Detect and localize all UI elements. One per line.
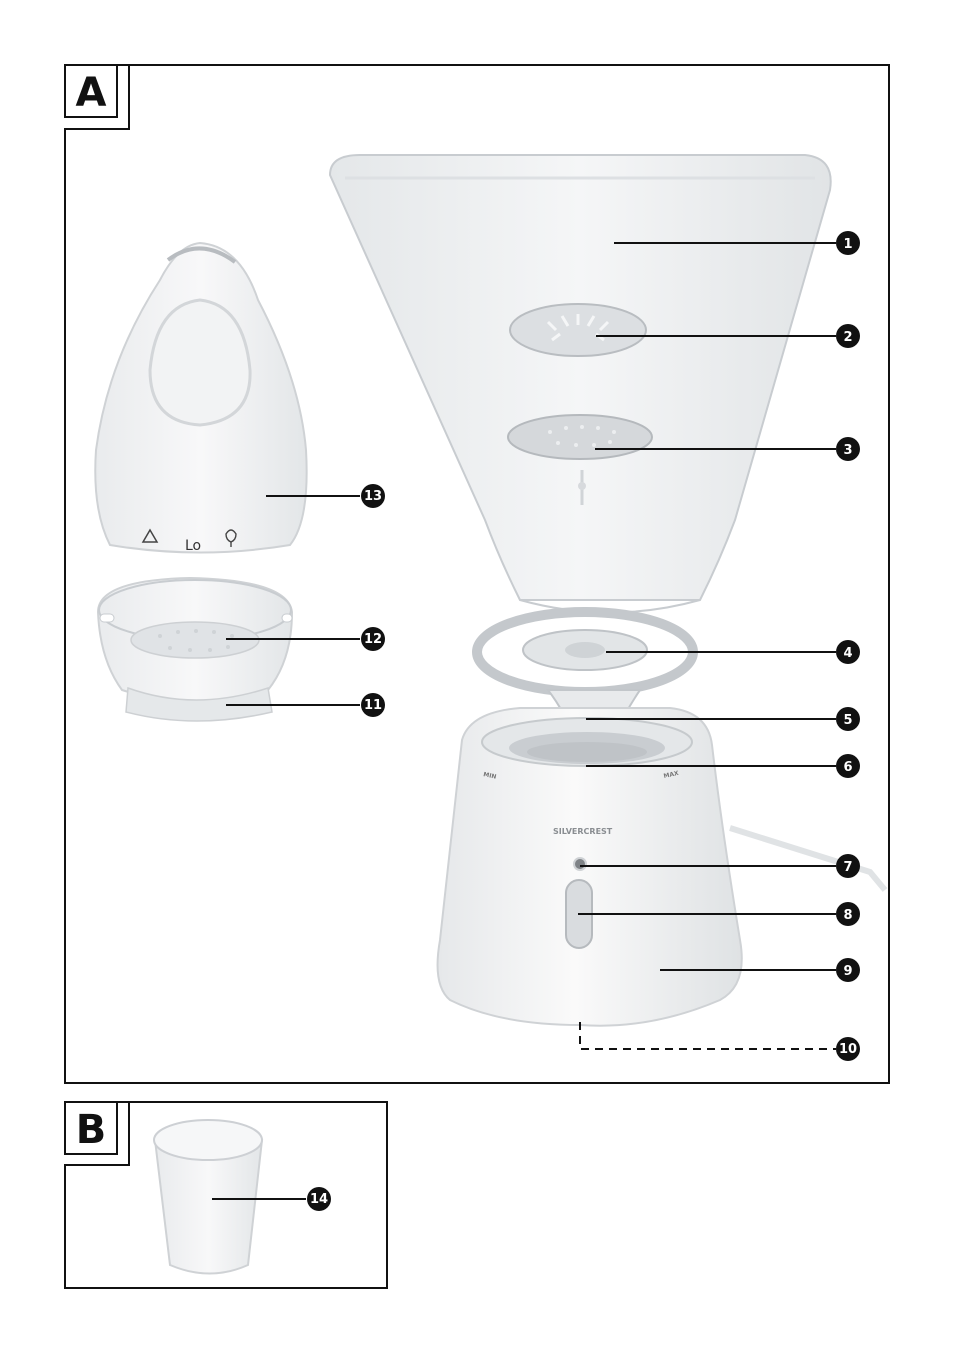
panel-b-letter: B <box>76 1107 107 1153</box>
svg-text:7: 7 <box>843 860 852 875</box>
callout-7: 7 <box>836 854 860 878</box>
svg-text:11: 11 <box>364 698 382 713</box>
svg-text:4: 4 <box>843 646 852 661</box>
svg-text:3: 3 <box>843 443 852 458</box>
svg-text:6: 6 <box>843 760 852 775</box>
svg-text:2: 2 <box>843 330 852 345</box>
facial-steam-mask <box>330 155 831 613</box>
brand-logo: SILVERCREST <box>553 827 613 836</box>
svg-text:1: 1 <box>843 237 852 252</box>
steam-diffuser-plate <box>508 415 652 459</box>
callout-5: 5 <box>836 707 860 731</box>
callout-4: 4 <box>836 640 860 664</box>
svg-text:12: 12 <box>364 632 382 647</box>
power-cord <box>730 828 885 890</box>
callout-14: 14 <box>307 1187 331 1211</box>
callout-6: 6 <box>836 754 860 778</box>
svg-text:8: 8 <box>843 908 852 923</box>
callout-11: 11 <box>361 693 385 717</box>
indicator-lamp <box>574 858 586 870</box>
callout-10: 10 <box>836 1037 860 1061</box>
callout-9: 9 <box>836 958 860 982</box>
callout-3: 3 <box>836 437 860 461</box>
callout-12: 12 <box>361 627 385 651</box>
aroma-pad-holder <box>510 304 646 356</box>
measuring-cup <box>154 1120 262 1274</box>
panel-a-letter: A <box>76 70 107 116</box>
callout-13: 13 <box>361 484 385 508</box>
callout-2: 2 <box>836 324 860 348</box>
svg-text:14: 14 <box>310 1192 328 1207</box>
svg-text:5: 5 <box>843 713 852 728</box>
lo-marking: Lo <box>185 538 201 554</box>
nose-attachment: Lo <box>95 243 306 554</box>
svg-text:13: 13 <box>364 489 382 504</box>
callout-8: 8 <box>836 902 860 926</box>
svg-text:10: 10 <box>839 1042 857 1057</box>
callout-1: 1 <box>836 231 860 255</box>
svg-text:9: 9 <box>843 964 852 979</box>
